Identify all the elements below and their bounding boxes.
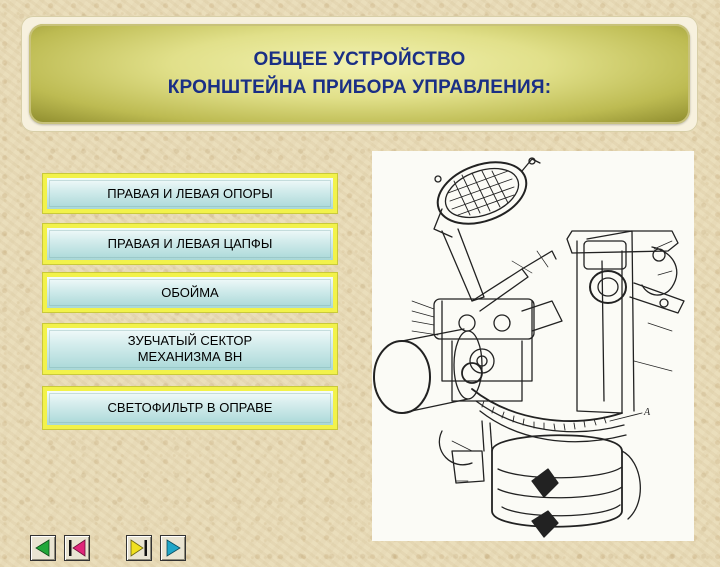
menu-button-label: ПРАВАЯ И ЛЕВАЯ ЦАПФЫ — [107, 236, 273, 251]
last-slide-icon — [166, 539, 181, 557]
nav-first-button[interactable] — [30, 535, 56, 561]
lower-housing — [438, 420, 641, 538]
callout-a — [609, 412, 643, 422]
nav-next-button[interactable] — [126, 535, 152, 561]
menu-button-label: ПРАВАЯ И ЛЕВАЯ ОПОРЫ — [107, 185, 273, 201]
nav-previous-button[interactable] — [64, 535, 90, 561]
menu-button-holder[interactable]: ОБОЙМА — [43, 273, 337, 312]
top-clamp — [566, 230, 685, 314]
central-mechanism — [433, 298, 563, 402]
light-filter-drawing — [433, 157, 541, 238]
nav-last-button[interactable] — [160, 535, 186, 561]
gear-sector — [471, 388, 627, 443]
next-slide-icon — [130, 539, 147, 557]
menu-button-supports[interactable]: ПРАВАЯ И ЛЕВАЯ ОПОРЫ — [43, 174, 337, 213]
bracket-technical-drawing: A — [372, 151, 694, 541]
title-line-2: КРОНШТЕЙНА ПРИБОРА УПРАВЛЕНИЯ: — [167, 77, 552, 98]
menu-button-trunnions[interactable]: ПРАВАЯ И ЛЕВАЯ ЦАПФЫ — [43, 224, 337, 264]
cylinder — [373, 328, 483, 414]
menu-button-label: СВЕТОФИЛЬТР В ОПРАВЕ — [107, 400, 273, 415]
menu-button-gear-sector[interactable]: ЗУБЧАТЫЙ СЕКТОР МЕХАНИЗМА ВН — [43, 324, 337, 374]
title-banner: ОБЩЕЕ УСТРОЙСТВО КРОНШТЕЙНА ПРИБОРА УПРА… — [29, 24, 690, 124]
first-slide-icon — [35, 539, 50, 557]
vertical-post — [576, 230, 635, 414]
menu-button-label: ОБОЙМА — [161, 284, 219, 300]
callout-label: A — [643, 407, 651, 418]
previous-slide-icon — [69, 539, 86, 557]
menu-button-label: ЗУБЧАТЫЙ СЕКТОР МЕХАНИЗМА ВН — [127, 333, 253, 364]
title-line-1: ОБЩЕЕ УСТРОЙСТВО — [253, 49, 466, 70]
menu-button-light-filter[interactable]: СВЕТОФИЛЬТР В ОПРАВЕ — [43, 387, 337, 429]
